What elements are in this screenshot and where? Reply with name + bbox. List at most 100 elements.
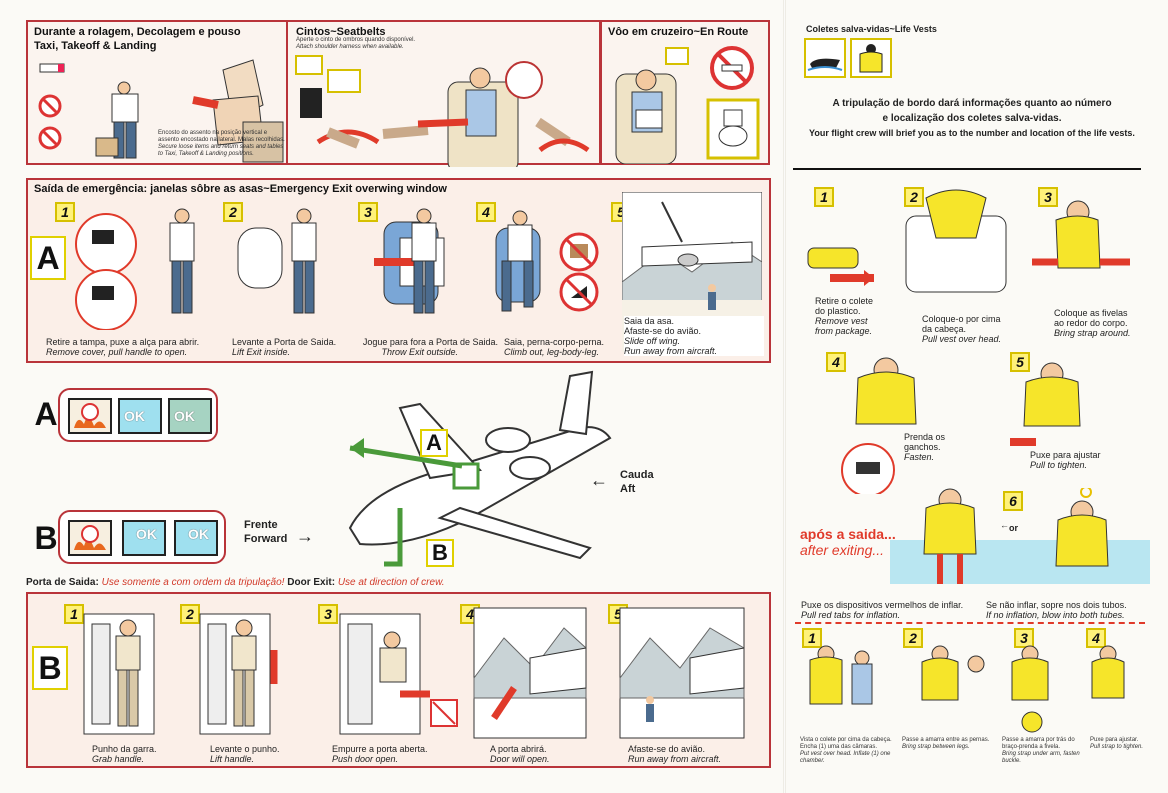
seatbelt-illustrations (295, 55, 590, 167)
overwing-step-2-pt: Levante a Porta de Saida. (232, 337, 337, 347)
after-exit-illustration: ← (890, 488, 1150, 584)
aft-arrow-icon: ← (590, 470, 608, 490)
inflate-pt: Puxe os dispositivos vermelhos de inflar… (801, 600, 964, 610)
vest-step-1-en1: Remove vest (815, 316, 868, 326)
overwing-step-1-number: 1 (55, 202, 75, 222)
overwing-step-5-pt2: Afaste-se do avião. (624, 326, 702, 336)
ok-label: OK (136, 526, 157, 542)
overwing-step-2-en: Lift Exit inside. (232, 347, 291, 357)
forward-arrow-icon: → (296, 526, 314, 546)
blow-caption: Se não inflar, sopre nos dois tubos. If … (986, 600, 1156, 620)
child-step-1-number: 1 (802, 628, 822, 648)
vest-step-4-caption: Prenda os ganchos. Fasten. (904, 432, 984, 462)
door-step-4-en: Door will open. (490, 754, 550, 764)
reading-passenger (615, 69, 677, 164)
child-step-2-pt: Passe a amarra entre as pernas. (902, 737, 990, 743)
aft-label: Cauda Aft (620, 468, 654, 496)
vest-step-1-caption: Retire o colete do plastico. Remove vest… (815, 296, 905, 336)
fire-icon (74, 525, 106, 550)
vest-step-2-number: 2 (904, 187, 924, 207)
door-note-pt: Use somente a com ordem da tripulação! (101, 577, 285, 588)
overwing-step-3-en: Throw Exit outside. (381, 347, 458, 357)
vest-step-4-number: 4 (826, 352, 846, 372)
child-step-4-caption: Puxe para ajustar. Pull strap to tighten… (1090, 737, 1160, 751)
vest-steps-illustrations (807, 189, 1130, 293)
overwing-step-4-number: 4 (476, 202, 496, 222)
door-step-2-pt: Levante o punho. (210, 744, 280, 754)
forward-en: Forward (244, 533, 288, 545)
door-letter: B (32, 646, 68, 690)
child-step-1-en: Put vest over head. Inflate (1) one cham… (800, 751, 891, 764)
taxi-panel: Durante a rolagem, Decolagem e pouso Tax… (26, 20, 288, 165)
vest-step-5-number: 5 (1010, 352, 1030, 372)
door-step-1-en: Grab handle. (92, 754, 145, 764)
door-step-1-number: 1 (64, 604, 84, 624)
child-step-4-number: 4 (1086, 628, 1106, 648)
door-title-en: Door Exit: (287, 577, 336, 588)
page-fold (783, 0, 786, 793)
overwing-step-1-en: Remove cover, pull handle to open. (46, 347, 188, 357)
taxi-title-en: Taxi, Takeoff & Landing (34, 40, 157, 52)
life-vest-icon (850, 38, 892, 78)
no-smoking-sign-icon (710, 46, 754, 90)
overwing-step-5-pt1: Saia da asa. (624, 316, 675, 326)
vest-brief-en: Your flight crew will brief you as to th… (809, 128, 1135, 138)
after-exit: após a saida... after exiting... (800, 526, 896, 558)
door-step-3-number: 3 (318, 604, 338, 624)
door-step-2-en: Lift handle. (210, 754, 255, 764)
vest-header-icons (804, 38, 894, 80)
vest-brief: A tripulação de bordo dará informações q… (790, 96, 1154, 141)
ok-label: OK (188, 526, 209, 542)
no-heels-icon (559, 272, 599, 312)
vest-steps-4-5-illustrations (841, 357, 1081, 494)
fire-icon (74, 403, 106, 428)
vest-step-2-en1: Pull vest over head. (922, 334, 1002, 344)
seat-illustration (192, 59, 284, 163)
door-step-5-pt: Afaste-se do avião. (628, 744, 706, 754)
door-step-2-number: 2 (180, 604, 200, 624)
plane-label-a: A (420, 429, 448, 457)
overwing-step-1-caption: Retire a tampa, puxe a alça para abrir. … (46, 337, 226, 357)
overwing-step-4-en: Climb out, leg-body-leg. (504, 347, 600, 357)
decision-a-panel: OK OK (58, 388, 218, 442)
door-step-3-caption: Empurre a porta aberta. Push door open. (332, 744, 462, 764)
vest-step-4-en1: Fasten. (904, 452, 935, 462)
seatbelts-note-en: Attach shoulder harness when available. (296, 44, 404, 50)
no-luggage-icon (38, 94, 62, 118)
child-step-2-number: 2 (903, 628, 923, 648)
no-laptop-icon (38, 126, 62, 150)
vest-brief-pt2: e localização dos coletes salva-vidas. (882, 113, 1062, 124)
vest-step-4-pt1: Prenda os (904, 432, 946, 442)
decision-a-ok-2: OK (168, 398, 212, 434)
no-smoking-icon (39, 63, 65, 73)
vest-step-1-pt2: do plastico. (815, 306, 861, 316)
inflate-caption: Puxe os dispositivos vermelhos de inflar… (801, 600, 981, 620)
forward-label: Frente Forward (244, 518, 287, 546)
ok-label: OK (174, 408, 195, 424)
vest-step-5-caption: Puxe para ajustar Pull to tighten. (1030, 450, 1140, 470)
cruise-title: Vôo em cruzeiro~En Route (608, 26, 749, 38)
decision-b-ok-2: OK (174, 520, 218, 556)
stowing-person (95, 81, 139, 159)
decision-b-panel: OK OK (58, 510, 226, 564)
overwing-letter: A (30, 236, 66, 280)
overwing-step-5-caption: Saia da asa. Afaste-se do avião. Slide o… (624, 316, 764, 356)
vest-step-5-pt1: Puxe para ajustar (1030, 450, 1101, 460)
door-step-5-caption: Afaste-se do avião. Run away from aircra… (628, 744, 758, 764)
overwing-title: Saída de emergência: janelas sôbre as as… (34, 183, 447, 195)
child-step-3-caption: Passe a amarra por trás do braço-prenda … (1002, 737, 1086, 765)
seated-passenger (417, 67, 519, 167)
child-step-3-number: 3 (1014, 628, 1034, 648)
door-panel: B 1 2 3 4 5 Punho da garra. Grab handle.… (26, 592, 771, 768)
decision-b-letter: B (34, 520, 58, 556)
decision-b-fire (68, 520, 112, 556)
child-vest-illustrations (809, 645, 1125, 733)
vest-step-2-caption: Coloque-o por cima da cabeça. Pull vest … (922, 314, 1022, 344)
vest-step-3-caption: Coloque as fivelas ao redor do corpo. Br… (1054, 308, 1144, 338)
vest-step-4-pt2: ganchos. (904, 442, 941, 452)
cruise-illustration (615, 46, 760, 164)
door-illustrations (83, 607, 745, 739)
after-exit-en: after exiting... (800, 542, 885, 558)
door-step-4-caption: A porta abrirá. Door will open. (490, 744, 600, 764)
child-step-2-en: Bring strap between legs. (902, 744, 970, 750)
